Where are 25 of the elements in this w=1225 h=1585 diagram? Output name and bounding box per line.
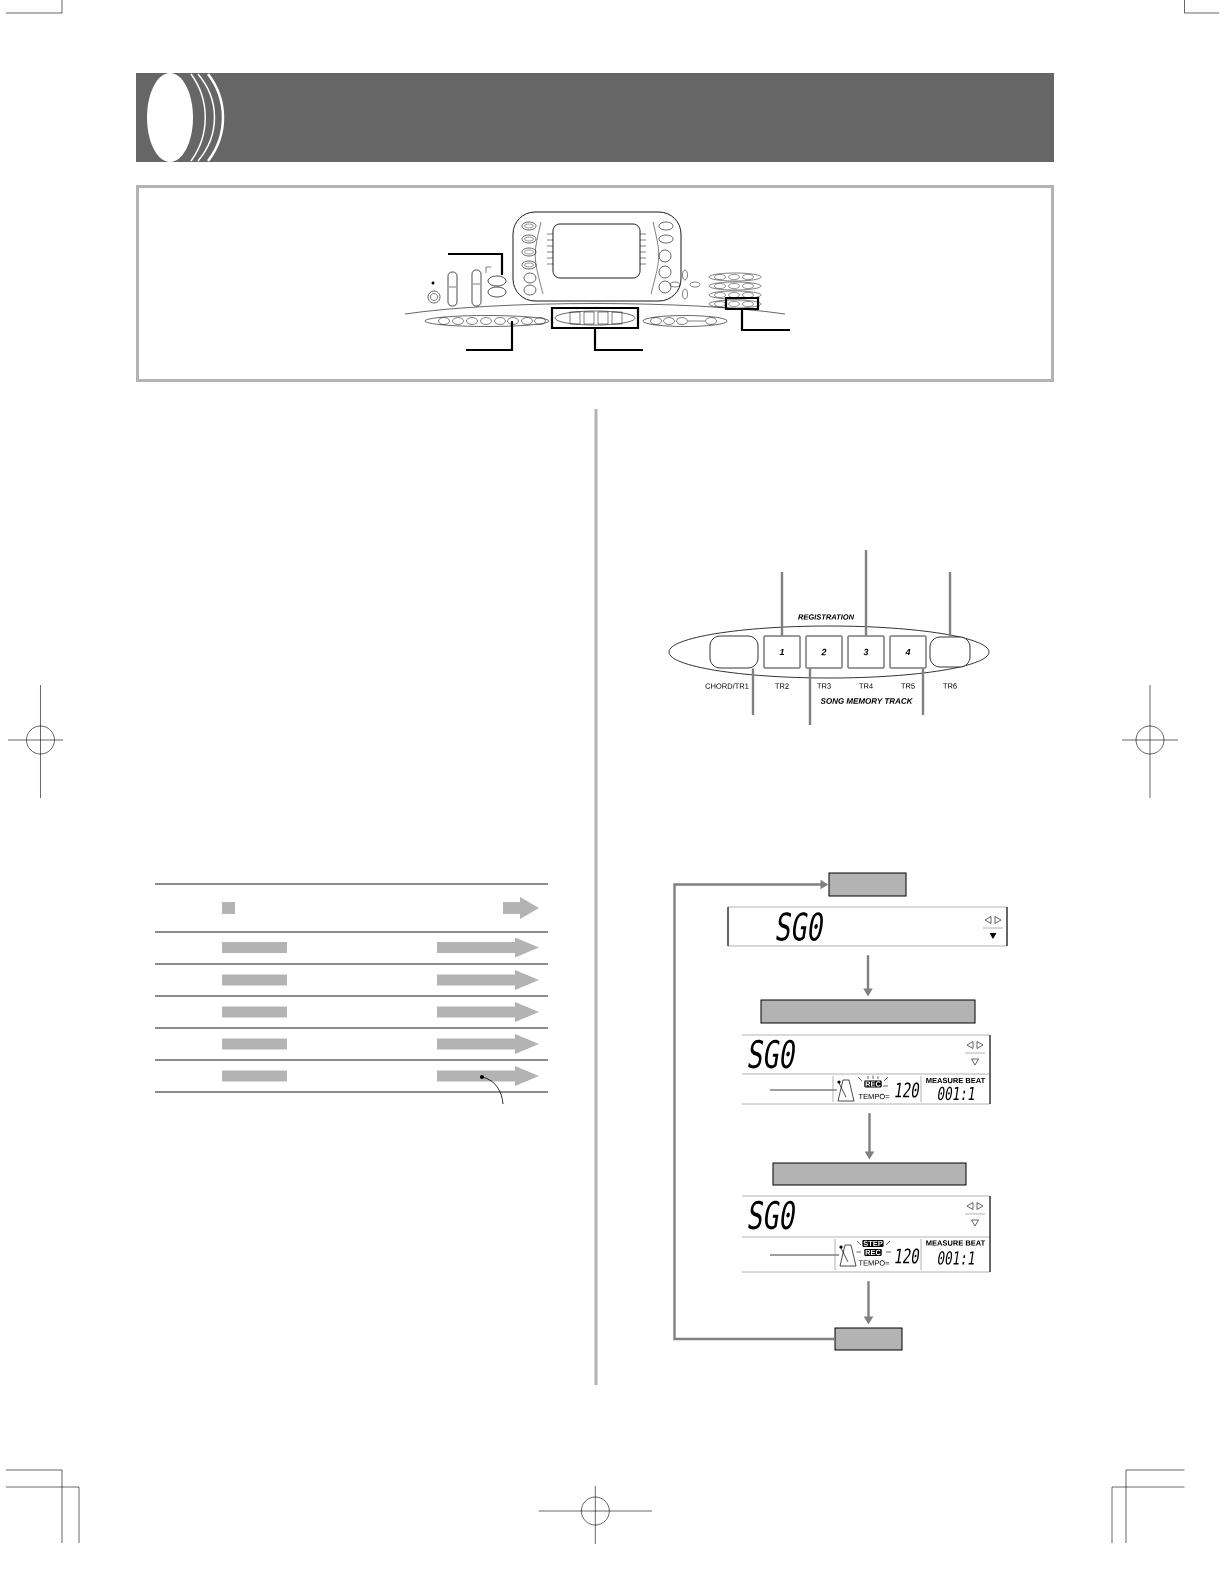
- panel-caption: SONG MEMORY TRACK: [819, 697, 914, 705]
- lcd-readout: 120: [895, 1082, 920, 1098]
- leader-line: [864, 550, 868, 636]
- lcd-readout: SG0: [748, 1200, 795, 1230]
- leader-line: [948, 572, 952, 637]
- lcd-readout: 120: [895, 1248, 920, 1264]
- registration-button: 1: [763, 635, 801, 669]
- step-box: [834, 1327, 903, 1351]
- lcd-readout: SG0: [776, 912, 823, 941]
- leader-line: [780, 572, 784, 636]
- lcd-readout: SG0: [748, 1039, 795, 1069]
- registration-button: [709, 635, 759, 669]
- step-box: [772, 1162, 967, 1186]
- leader-line: [921, 668, 925, 715]
- registration-button: 4: [889, 635, 927, 669]
- registration-button: 2: [805, 635, 843, 669]
- step-box: [760, 999, 976, 1024]
- leader-line: [751, 668, 755, 715]
- registration-button: [929, 636, 971, 668]
- lcd-readout: 001:1: [938, 1086, 974, 1101]
- lcd-readout: 001:1: [938, 1251, 974, 1265]
- step-box: [828, 872, 907, 897]
- arrow: [673, 879, 835, 1341]
- registration-button: 3: [847, 635, 885, 669]
- leader-line: [808, 668, 812, 725]
